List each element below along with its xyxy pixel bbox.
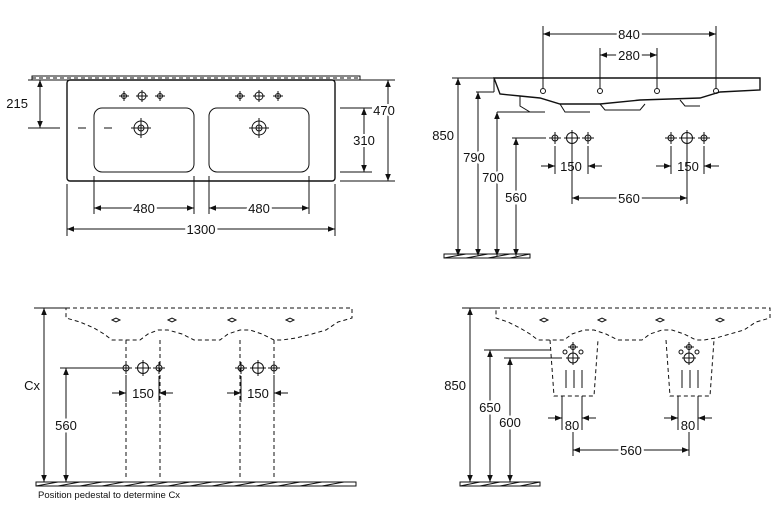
left-pedestal-outlets-icon	[120, 360, 165, 376]
dim-480-right-label: 480	[248, 201, 270, 216]
dim-280-label: 280	[618, 48, 640, 63]
top-view-plan: 215 470 310 480 480 1300	[6, 75, 397, 240]
basin-outline-dashed-right	[495, 307, 771, 341]
dim-cx-label: Cx	[24, 378, 40, 393]
dim-700-label: 700	[482, 170, 504, 185]
right-siphon-outlets-icon	[678, 342, 700, 365]
dim-470-label: 470	[373, 103, 395, 118]
dim-840-label: 840	[618, 27, 640, 42]
dim-150-left-label: 150	[560, 159, 582, 174]
basin-outline-dashed	[65, 307, 353, 341]
dim-560-label: 560	[505, 190, 527, 205]
left-bowl	[93, 107, 195, 173]
dim-560-bottom-right-label: 560	[620, 443, 642, 458]
front-view-siphons: 80 80 560 850 650 600	[444, 307, 771, 487]
left-supply-outlets-icon	[549, 130, 594, 146]
right-siphon-cover	[665, 339, 715, 397]
side-view-elevation: 840 280 850 790 700 560 150	[432, 25, 761, 259]
dim-650-label: 650	[479, 400, 501, 415]
dim-80-right-label: 80	[681, 418, 695, 433]
dim-310-label: 310	[353, 133, 375, 148]
right-pedestal-outlets-icon	[235, 360, 280, 376]
dim-150-right-front-label: 150	[247, 386, 269, 401]
dim-560-horizontal-label: 560	[618, 191, 640, 206]
dim-850-label: 850	[432, 128, 454, 143]
washbasin-outline	[66, 79, 336, 182]
right-supply-outlets-icon	[665, 130, 710, 146]
basin-profile	[492, 77, 761, 105]
dim-790-label: 790	[463, 150, 485, 165]
dim-150-right-label: 150	[677, 159, 699, 174]
left-tap-holes-icon	[119, 90, 165, 102]
dim-1300-label: 1300	[187, 222, 216, 237]
left-siphon-outlets-icon	[562, 342, 584, 365]
left-siphon-cover	[549, 339, 599, 397]
right-bowl	[208, 107, 310, 173]
dim-80-left-label: 80	[565, 418, 579, 433]
dim-215-label: 215	[6, 96, 28, 111]
right-tap-holes-icon	[235, 90, 283, 102]
dim-600-label: 600	[499, 415, 521, 430]
pedestal-note: Position pedestal to determine Cx	[38, 490, 180, 501]
dim-560-front-label: 560	[55, 418, 77, 433]
dim-850-bottom-label: 850	[444, 378, 466, 393]
dim-150-left-front-label: 150	[132, 386, 154, 401]
dim-480-left-label: 480	[133, 201, 155, 216]
front-view-pedestals: 150 150 Cx 560 Position pedestal to dete…	[24, 307, 357, 501]
